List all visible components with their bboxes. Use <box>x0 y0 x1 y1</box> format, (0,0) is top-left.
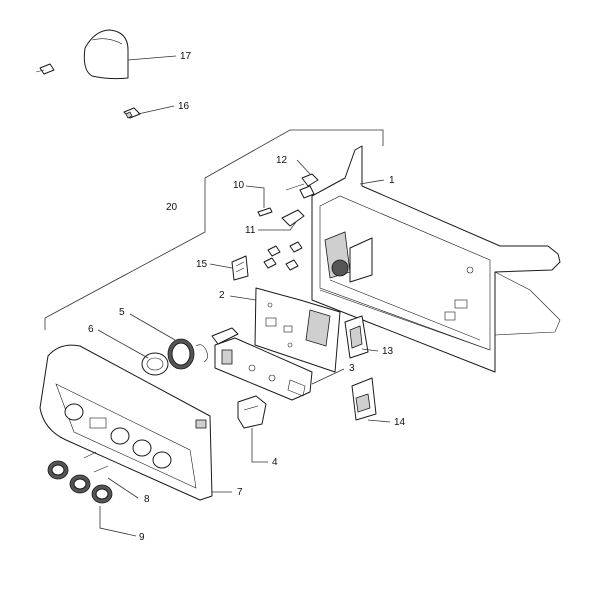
callout-20: 20 <box>166 202 178 213</box>
callout-5: 5 <box>119 307 125 318</box>
callout-2: 2 <box>219 290 225 301</box>
callout-7: 7 <box>237 487 243 498</box>
callout-4: 4 <box>272 457 278 468</box>
part-10-fuse <box>257 207 273 217</box>
callout-labels: 1 2 3 4 5 6 7 8 9 10 11 12 13 14 15 16 1… <box>88 51 406 543</box>
part-14-relay <box>351 377 377 421</box>
part-16-clip <box>123 107 141 119</box>
callout-16: 16 <box>178 101 190 112</box>
part-1-frame <box>311 145 561 373</box>
part-9-knobs <box>47 460 113 504</box>
part-2-circuit-board <box>254 287 341 373</box>
part-11-holder <box>281 209 305 227</box>
callout-8: 8 <box>144 494 150 505</box>
callout-12: 12 <box>276 155 288 166</box>
callout-11: 11 <box>245 225 256 236</box>
part-4-connector-block <box>237 395 267 429</box>
callout-15: 15 <box>196 259 208 270</box>
part-3-control-strip <box>214 337 313 401</box>
assembly-group-20-boundary <box>44 129 384 330</box>
callout-13: 13 <box>382 346 394 357</box>
callout-3: 3 <box>349 363 355 374</box>
part-5-encoder <box>167 327 239 370</box>
part-13-switch <box>344 315 369 359</box>
part-12-fasteners <box>263 173 319 271</box>
callout-10: 10 <box>233 180 245 191</box>
part-15-terminal <box>231 255 249 281</box>
part-17-cover <box>35 29 129 80</box>
callout-6: 6 <box>88 324 94 335</box>
callout-17: 17 <box>180 51 192 62</box>
callout-9: 9 <box>139 532 145 543</box>
leader-lines <box>97 55 391 537</box>
part-8-screws <box>83 451 109 473</box>
part-7-front-panel <box>39 344 213 501</box>
part-6-ring <box>141 352 169 376</box>
callout-1: 1 <box>389 175 395 186</box>
callout-14: 14 <box>394 417 406 428</box>
